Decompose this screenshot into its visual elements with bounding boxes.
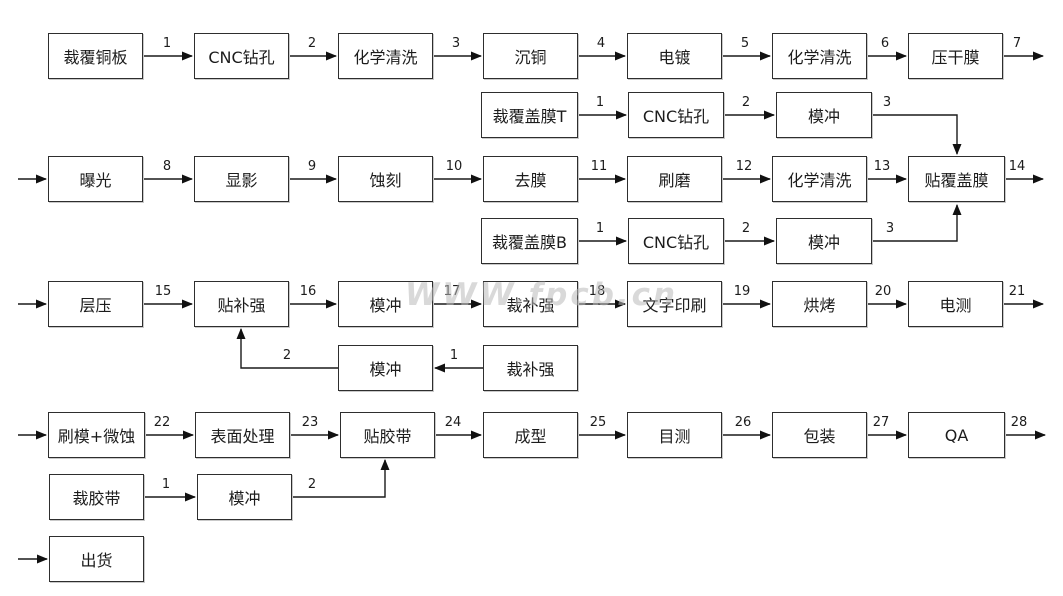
node-cnc-drill-3: CNC钻孔 (628, 218, 724, 264)
edge-label-stiff-2: 2 (282, 348, 292, 363)
edge-label-26: 26 (734, 415, 752, 430)
edge-label-4: 4 (596, 36, 606, 51)
edge-label-10: 10 (445, 159, 463, 174)
edge-label-9: 9 (307, 159, 317, 174)
edge-label-cl-b-3: 3 (885, 221, 895, 236)
edge-label-27: 27 (872, 415, 890, 430)
node-stiffener-attach: 贴补强 (194, 281, 289, 327)
node-cut-coverlay-bottom: 裁覆盖膜B (481, 218, 578, 264)
node-tape-attach: 贴胶带 (340, 412, 435, 458)
edge-label-14: 14 (1008, 159, 1026, 174)
edge-label-6: 6 (880, 36, 890, 51)
edge-label-cl-t-3: 3 (882, 95, 892, 110)
node-cut-coverlay-top: 裁覆盖膜T (481, 92, 578, 138)
edge-label-2: 2 (307, 36, 317, 51)
node-lamination: 层压 (48, 281, 143, 327)
edge-label-cl-t-2: 2 (741, 95, 751, 110)
edge-label-12: 12 (735, 159, 753, 174)
node-exposure: 曝光 (48, 156, 143, 202)
edge-label-18: 18 (588, 284, 606, 299)
node-qa: QA (908, 412, 1005, 458)
node-cnc-drill-1: CNC钻孔 (194, 33, 289, 79)
node-punch-3: 模冲 (338, 281, 433, 327)
edge-label-cl-b-2: 2 (741, 221, 751, 236)
node-electroplating: 电镀 (627, 33, 722, 79)
node-developing: 显影 (194, 156, 289, 202)
edge-label-7: 7 (1012, 36, 1022, 51)
edge-label-15: 15 (154, 284, 172, 299)
node-coverlay-lamination: 贴覆盖膜 (908, 156, 1005, 202)
node-packing: 包装 (772, 412, 867, 458)
edge-label-17: 17 (443, 284, 461, 299)
node-cut-stiffener-2: 裁补强 (483, 345, 578, 391)
node-baking: 烘烤 (772, 281, 867, 327)
edge-label-21: 21 (1008, 284, 1026, 299)
node-cut-tape: 裁胶带 (49, 474, 144, 520)
edge-label-23: 23 (301, 415, 319, 430)
node-chemical-clean-2: 化学清洗 (772, 33, 867, 79)
node-surface-treatment: 表面处理 (195, 412, 290, 458)
node-cut-copper-clad: 裁覆铜板 (48, 33, 143, 79)
node-electrical-test: 电测 (908, 281, 1003, 327)
edge-label-8: 8 (162, 159, 172, 174)
node-chemical-clean-1: 化学清洗 (338, 33, 433, 79)
edge-label-1: 1 (162, 36, 172, 51)
edge-label-16: 16 (299, 284, 317, 299)
node-punch-1: 模冲 (776, 92, 872, 138)
edge-label-cl-t-1: 1 (595, 95, 605, 110)
edge-label-20: 20 (874, 284, 892, 299)
edge-label-tape-1: 1 (161, 477, 171, 492)
node-punch-2: 模冲 (776, 218, 872, 264)
node-copper-deposition: 沉铜 (483, 33, 578, 79)
node-cut-stiffener-1: 裁补强 (483, 281, 578, 327)
node-forming: 成型 (483, 412, 578, 458)
edge-label-cl-b-1: 1 (595, 221, 605, 236)
node-film-strip: 去膜 (483, 156, 578, 202)
edge-label-25: 25 (589, 415, 607, 430)
edge-label-19: 19 (733, 284, 751, 299)
node-chemical-clean-3: 化学清洗 (772, 156, 867, 202)
edge-label-11: 11 (590, 159, 608, 174)
node-brushing: 刷磨 (627, 156, 722, 202)
node-brush-microetch: 刷模+微蚀 (48, 412, 145, 458)
edge-label-28: 28 (1010, 415, 1028, 430)
node-etching: 蚀刻 (338, 156, 433, 202)
edge-label-stiff-1: 1 (449, 348, 459, 363)
node-punch-5: 模冲 (197, 474, 292, 520)
edge-label-5: 5 (740, 36, 750, 51)
edge-label-22: 22 (153, 415, 171, 430)
edge-label-3: 3 (451, 36, 461, 51)
edge-label-13: 13 (873, 159, 891, 174)
edge-label-24: 24 (444, 415, 462, 430)
node-cnc-drill-2: CNC钻孔 (628, 92, 724, 138)
node-punch-4: 模冲 (338, 345, 433, 391)
edge-label-tape-2: 2 (307, 477, 317, 492)
node-shipping: 出货 (49, 536, 144, 582)
node-dry-film-press: 压干膜 (908, 33, 1003, 79)
node-legend-printing: 文字印刷 (627, 281, 722, 327)
node-visual-inspection: 目测 (627, 412, 722, 458)
